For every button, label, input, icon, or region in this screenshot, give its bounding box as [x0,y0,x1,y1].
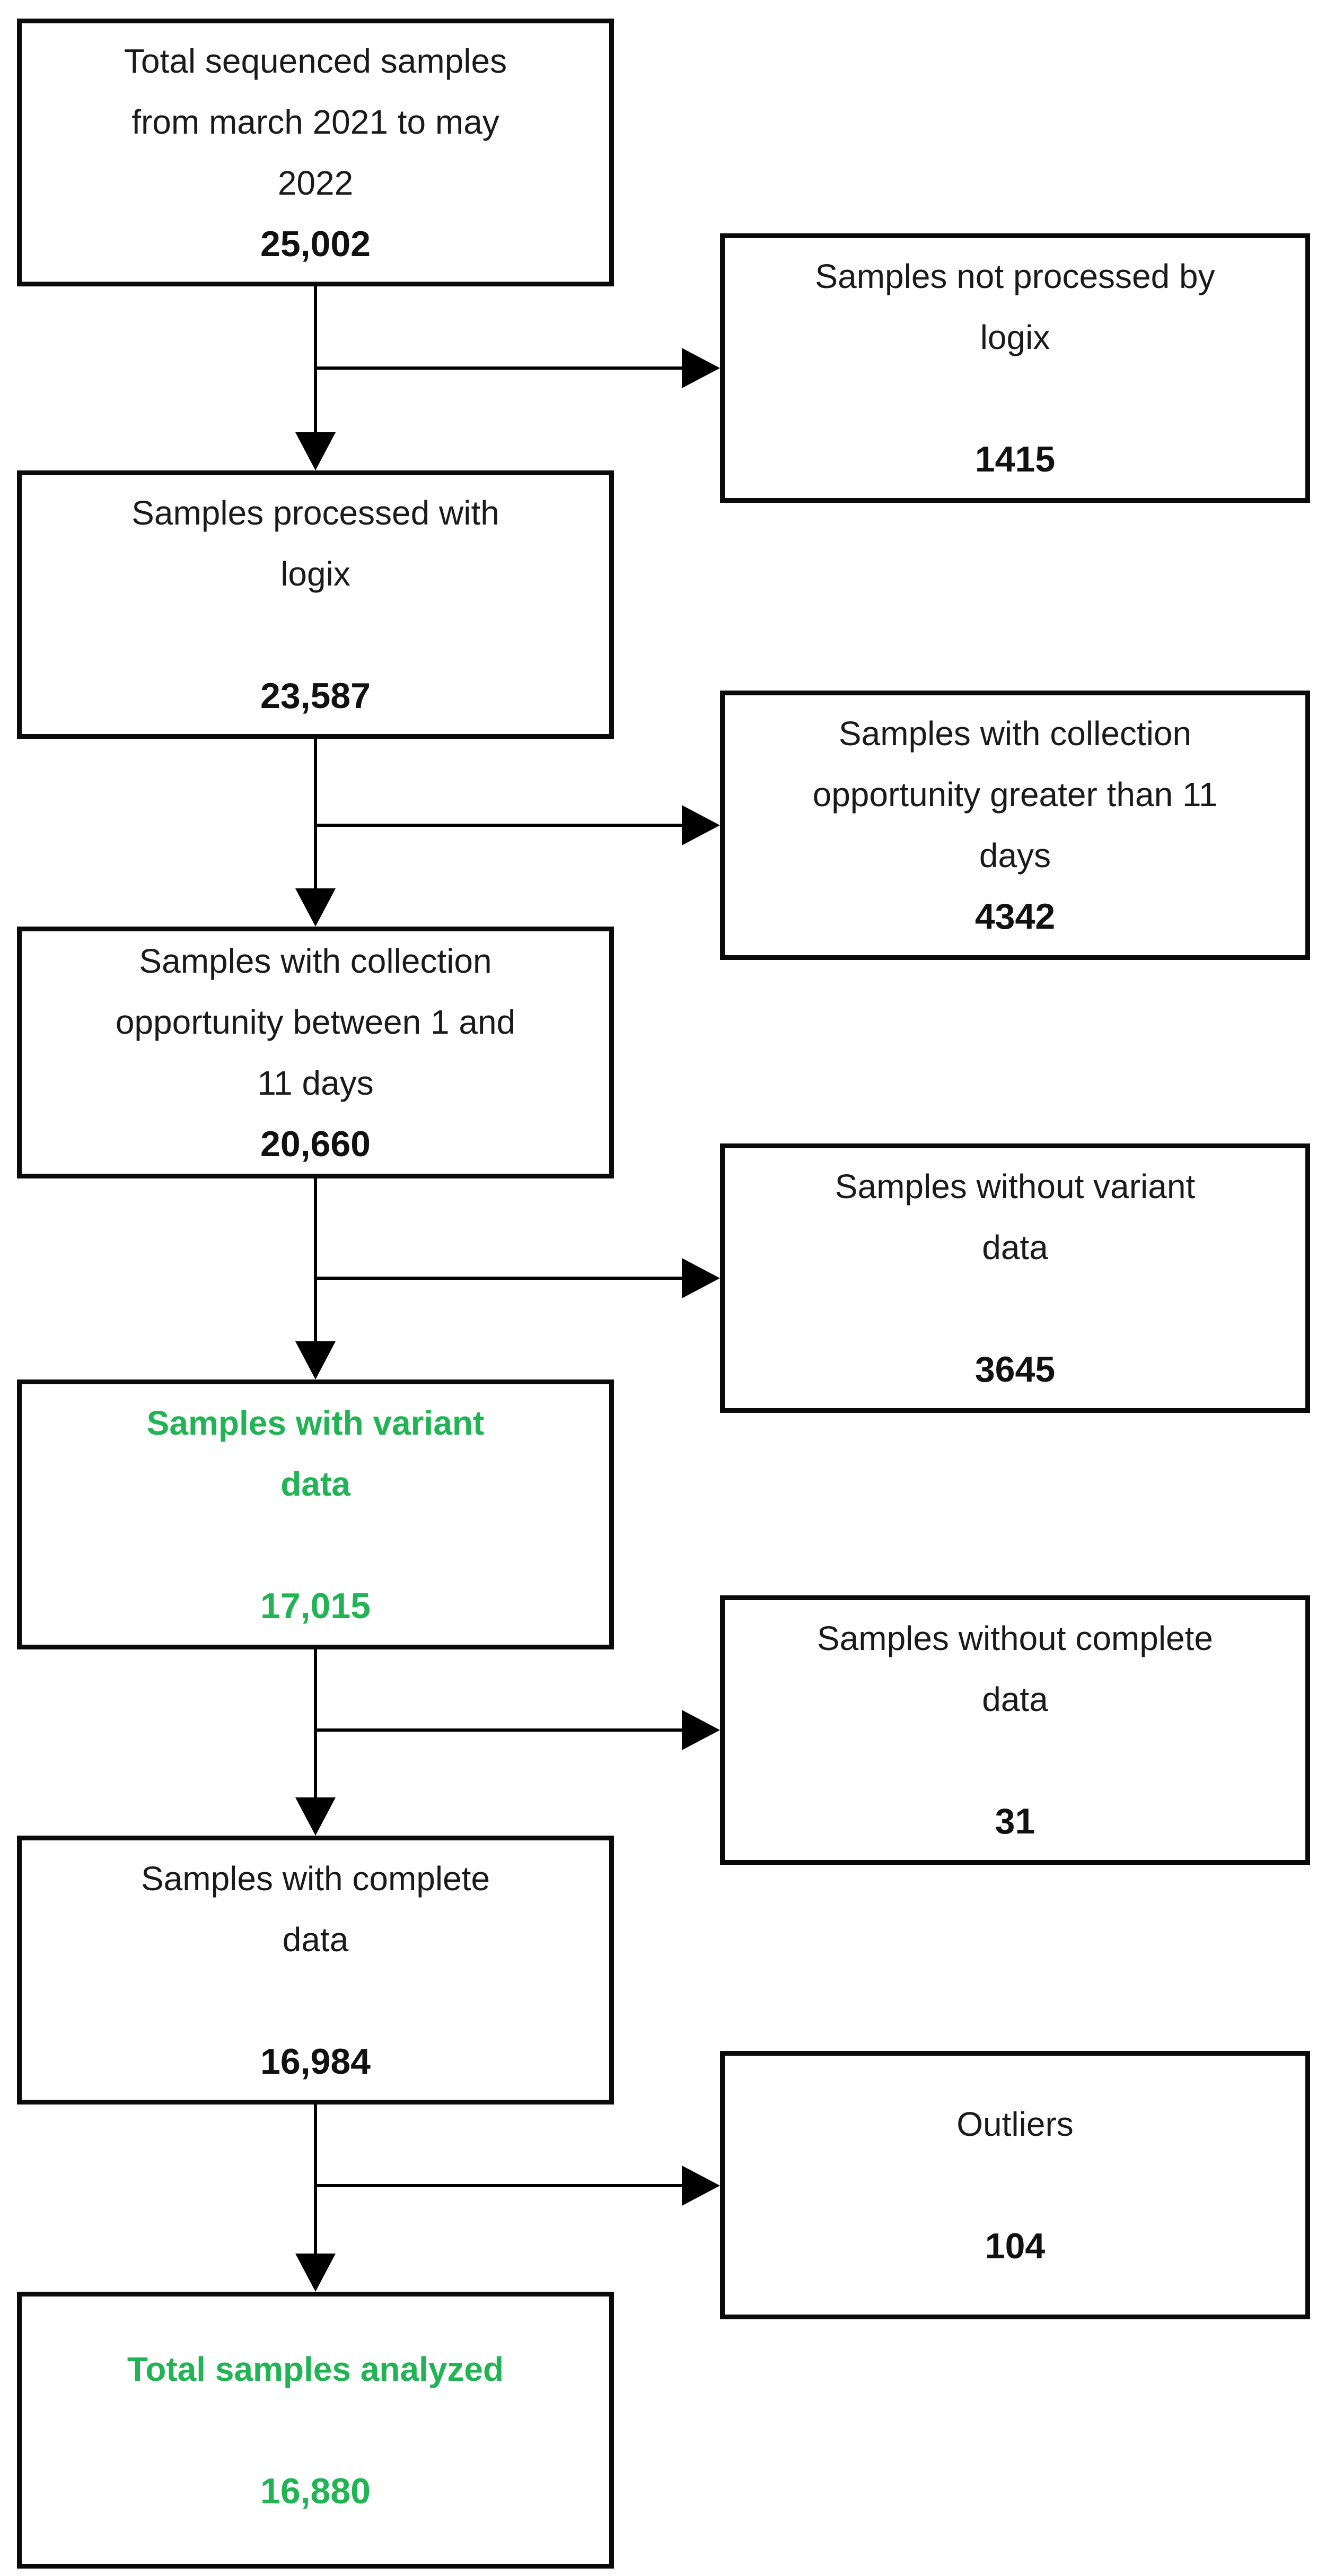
arrow-down-icon-5 [295,2254,336,2292]
arrow-right-icon-3 [682,1258,720,1298]
node-samples-with-variant-data: Samples with variant data 17,015 [17,1379,614,1649]
arrow-right-icon-2 [682,805,720,845]
node-label: Samples not processed by logix [815,257,1215,356]
node-samples-without-complete-data: Samples without complete data 31 [720,1595,1310,1865]
node-label: Samples with variant data [146,1403,485,1503]
node-samples-processed-with-logix: Samples processed with logix 23,587 [17,470,614,739]
node-outliers: Outliers 104 [720,2051,1310,2319]
node-value: 104 [985,2225,1046,2266]
arrow-right-icon-1 [682,348,720,388]
arrow-down-icon-2 [295,888,336,927]
node-label: Samples with collection opportunity grea… [812,714,1218,875]
arrow-down-icon-1 [295,432,336,470]
node-collection-opportunity-1-to-11-days: Samples with collection opportunity betw… [17,927,614,1178]
arrow-down-icon-3 [295,1341,336,1379]
arrow-right-icon-5 [682,2165,720,2206]
node-value: 20,660 [260,1123,371,1164]
node-value: 17,015 [260,1585,371,1626]
node-collection-opportunity-greater-11-days: Samples with collection opportunity grea… [720,691,1310,960]
node-value: 25,002 [260,223,371,264]
node-label: Total samples analyzed [127,2350,504,2388]
node-label: Samples with collection opportunity betw… [115,941,516,1102]
node-label: Total sequenced samples from march 2021 … [124,41,507,202]
arrow-right-icon-4 [682,1710,720,1750]
node-label: Samples without complete data [816,1619,1214,1718]
node-label: Samples without variant data [835,1167,1196,1267]
node-value: 1415 [974,439,1056,479]
node-samples-not-processed-by-logix: Samples not processed by logix 1415 [720,233,1310,503]
node-value: 4342 [974,896,1056,937]
node-value: 3645 [974,1349,1056,1390]
node-value: 16,880 [260,2470,371,2511]
node-samples-with-complete-data: Samples with complete data 16,984 [17,1836,614,2105]
arrow-down-icon-4 [295,1797,336,1836]
node-label: Outliers [956,2105,1074,2143]
node-label: Samples with complete data [140,1859,490,1959]
node-total-samples-analyzed: Total samples analyzed 16,880 [17,2292,614,2569]
node-value: 31 [995,1801,1035,1841]
node-value: 16,984 [260,2041,371,2082]
node-label: Samples processed with logix [131,494,499,593]
node-samples-without-variant-data: Samples without variant data 3645 [720,1143,1310,1413]
node-value: 23,587 [260,676,371,716]
node-total-sequenced-samples: Total sequenced samples from march 2021 … [17,19,614,286]
